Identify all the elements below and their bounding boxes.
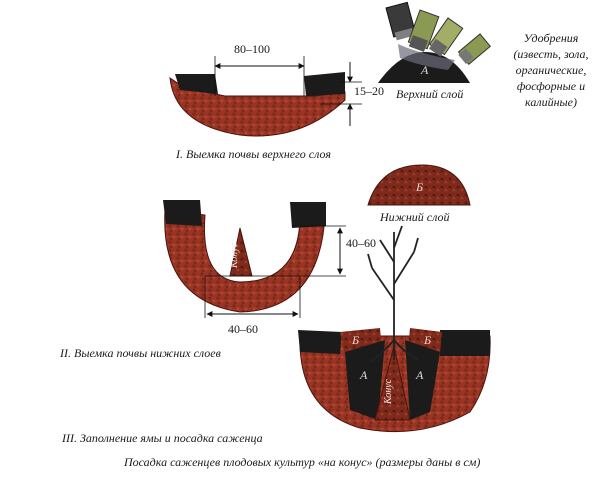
- fertilizer-line1: Удобрения: [523, 31, 579, 45]
- step1-shallow-pit: [169, 56, 362, 137]
- fertilizer-line3: органические,: [515, 63, 587, 77]
- cone-label-step3: Конус: [383, 378, 395, 405]
- dimension-top-width: 80–100: [234, 42, 270, 56]
- upper-layer-label: Верхний слой: [396, 87, 464, 101]
- upper-layer-letter: А: [421, 63, 429, 77]
- step3-letter-b-left: Б: [352, 333, 360, 347]
- step2-deep-pit: [163, 200, 346, 318]
- lower-layer-pile: [367, 164, 471, 206]
- step3-letter-a-right: А: [416, 368, 424, 382]
- seedling: [367, 225, 419, 363]
- step3-planted-pit: [298, 225, 491, 433]
- fertilizer-buckets: [385, 1, 491, 70]
- step3-letter-b-right: Б: [424, 333, 432, 347]
- fertilizer-label: Удобрения (известь, зола, органические, …: [502, 30, 600, 110]
- lower-layer-label: Нижний слой: [380, 210, 450, 224]
- step3-letter-a-left: А: [360, 368, 368, 382]
- dimension-top-depth: 15–20: [354, 84, 384, 98]
- fertilizer-line4: фосфорные и: [516, 79, 586, 93]
- dimension-pit-depth: 40–60: [346, 236, 376, 250]
- cone-label-step2: Конус: [229, 242, 241, 269]
- caption-step3: III. Заполнение ямы и посадка саженца: [62, 431, 263, 445]
- caption-step2: II. Выемка почвы нижних слоев: [60, 346, 221, 360]
- lower-layer-letter: Б: [416, 180, 424, 194]
- caption-main: Посадка саженцев плодовых культур «на ко…: [124, 455, 481, 469]
- dimension-pit-width: 40–60: [228, 322, 258, 336]
- fertilizer-line2: (известь, зола,: [513, 47, 589, 61]
- fertilizer-line5: калийные): [525, 95, 577, 109]
- caption-step1: I. Выемка почвы верхнего слоя: [176, 147, 331, 161]
